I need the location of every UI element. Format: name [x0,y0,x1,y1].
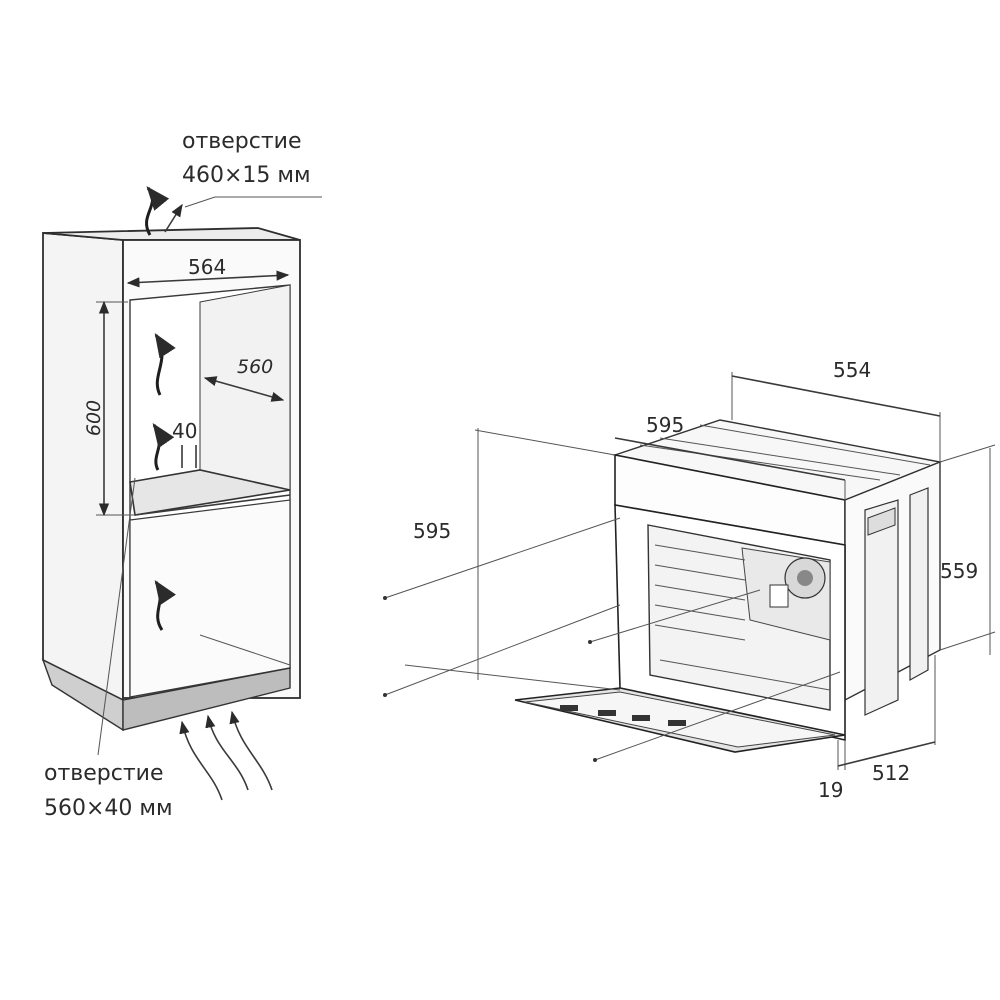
dim-niche-height-label: 600 [83,400,105,436]
dim-niche-width: 564 [126,255,290,288]
airflow-arrow-upper-1 [154,332,176,396]
dim-front-width-label: 595 [646,413,684,437]
top-vent-label-line2: 460×15 мм [182,163,311,188]
oven-body-side [844,460,941,716]
bottom-vent-label-line1: отверстие [44,761,164,786]
dim-top-depth-label: 554 [833,358,871,382]
dim-niche-depth: 560 [203,356,285,402]
dim-panel-thickness-label: 19 [818,778,843,802]
airflow-arrow-lower [154,580,176,631]
dim-top-depth: 554 [731,358,941,462]
dim-body-height: 559 [939,444,996,655]
oven-front-frame [614,504,846,742]
dim-body-height-label: 559 [940,559,978,583]
dim-gap-label: 40 [172,419,197,443]
airflow-arrow-top [145,186,183,236]
oven-extension-lines [383,517,841,762]
oven-drawing: 554 595 595 559 512 19 [383,358,996,802]
dim-front-height-label: 595 [413,519,451,543]
top-vent-callout: отверстие 460×15 мм [182,129,322,208]
top-vent-label-line1: отверстие [182,129,302,154]
cabinet-body [41,227,301,732]
bottom-vent-label-line2: 560×40 мм [44,796,173,821]
dim-body-depth: 512 19 [818,655,936,802]
dim-body-depth-label: 512 [872,761,910,785]
dim-niche-height: 600 [83,300,135,517]
dim-niche-width-label: 564 [188,255,226,279]
dim-gap: 40 [172,419,197,468]
bottom-vent-callout: отверстие 560×40 мм [44,477,173,821]
cabinet-niche: 564 560 600 40 отверстие 460×15 мм [41,129,322,821]
dim-front-width: 595 [474,413,846,500]
dim-front-height: 595 [413,428,479,680]
oven-door [514,687,846,753]
dim-niche-depth-label: 560 [237,356,273,378]
airflow-arrow-upper-2 [152,423,175,471]
airflow-arrows-bottom [179,710,273,801]
